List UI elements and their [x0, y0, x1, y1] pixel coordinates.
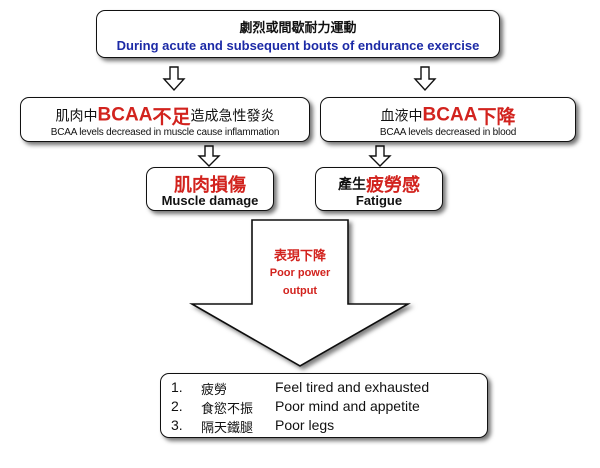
- arrow-down-icon: [368, 145, 392, 167]
- arrow-down-icon: [197, 145, 221, 167]
- symptom-number: 3.: [171, 417, 183, 433]
- blood-bcaa-prefix: 血液中: [380, 108, 423, 125]
- muscle-bcaa-en: BCAA levels decreased in muscle cause in…: [50, 127, 280, 138]
- symptom-zh: 隔天鐵腿: [201, 421, 254, 436]
- big-arrow-down-icon: [188, 219, 412, 367]
- muscle-bcaa-highlight-latin: BCAA: [97, 104, 153, 126]
- fatigue-zh-line: 產生疲勞感: [316, 171, 442, 197]
- symptoms-box: 1. 疲勞 Feel tired and exhausted 2. 食慾不振 P…: [160, 373, 488, 438]
- performance-decline-en-line1: Poor power: [269, 267, 331, 279]
- symptom-zh: 疲勞: [201, 383, 228, 398]
- blood-bcaa-title: 血液中BCAA下降: [321, 102, 575, 129]
- muscle-bcaa-prefix: 肌肉中: [55, 108, 98, 125]
- muscle-damage-zh: 肌肉損傷: [174, 175, 246, 196]
- blood-bcaa-en: BCAA levels decreased in blood: [379, 127, 517, 138]
- fatigue-box: 產生疲勞感 Fatigue: [315, 167, 443, 211]
- symptom-item: 3. 隔天鐵腿 Poor legs: [161, 417, 487, 436]
- symptom-item: 1. 疲勞 Feel tired and exhausted: [161, 379, 487, 398]
- symptom-en: Poor mind and appetite: [275, 398, 420, 414]
- muscle-bcaa-title: 肌肉中BCAA不足造成急性發炎: [21, 102, 309, 129]
- exercise-title-en: During acute and subsequent bouts of end…: [116, 38, 480, 53]
- blood-bcaa-highlight-latin: BCAA: [422, 104, 478, 126]
- symptom-item: 2. 食慾不振 Poor mind and appetite: [161, 398, 487, 417]
- arrow-down-icon: [413, 66, 437, 92]
- fatigue-en: Fatigue: [355, 193, 403, 208]
- muscle-bcaa-box: 肌肉中BCAA不足造成急性發炎 BCAA levels decreased in…: [20, 97, 310, 142]
- muscle-bcaa-suffix: 造成急性發炎: [190, 108, 275, 125]
- muscle-damage-box: 肌肉損傷 Muscle damage: [146, 167, 274, 211]
- muscle-damage-zh-line: 肌肉損傷: [147, 171, 273, 197]
- symptom-number: 1.: [171, 379, 183, 395]
- exercise-condition-box: 劇烈或間歇耐力運動 During acute and subsequent bo…: [96, 10, 500, 58]
- blood-bcaa-box: 血液中BCAA下降 BCAA levels decreased in blood: [320, 97, 576, 142]
- fatigue-highlight: 疲勞感: [366, 175, 420, 196]
- symptom-number: 2.: [171, 398, 183, 414]
- exercise-title-zh: 劇烈或間歇耐力運動: [239, 21, 357, 36]
- performance-decline-zh: 表現下降: [273, 249, 326, 264]
- symptom-en: Poor legs: [275, 417, 335, 433]
- arrow-down-icon: [162, 66, 186, 92]
- symptom-zh: 食慾不振: [201, 402, 254, 417]
- blood-bcaa-highlight-zh: 下降: [477, 106, 516, 128]
- performance-decline-en-line2: output: [282, 285, 318, 297]
- fatigue-prefix: 產生: [338, 177, 366, 193]
- symptom-en: Feel tired and exhausted: [275, 379, 430, 395]
- muscle-bcaa-highlight-zh: 不足: [152, 106, 191, 128]
- muscle-damage-en: Muscle damage: [161, 193, 259, 208]
